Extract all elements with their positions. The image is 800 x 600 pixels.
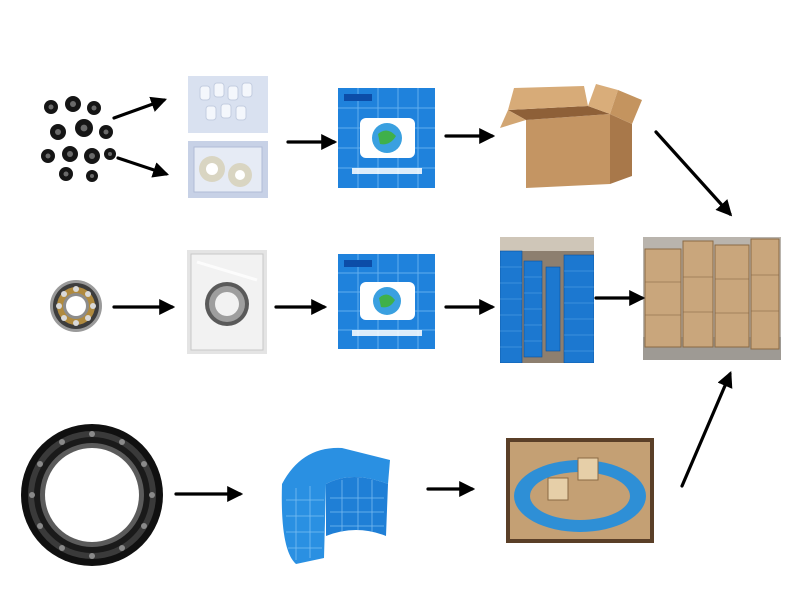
- large-black-bearing-image: [18, 422, 166, 568]
- arrow-wooden-crate-to-warehouse: [682, 374, 730, 486]
- open-steel-bearing-image: [48, 278, 104, 334]
- cardboard-carton-image: [492, 80, 644, 190]
- small-black-bearings-image: [38, 92, 116, 182]
- printed-blue-box-image-2: [338, 254, 435, 349]
- arrow-small-bearings-to-tube: [114, 100, 164, 118]
- plastic-tube-image: [188, 76, 268, 133]
- stacked-blue-boxes-warehouse-image: [500, 237, 594, 363]
- wooden-crates-warehouse-image: [643, 237, 781, 360]
- arrow-small-bearings-to-pouch: [118, 158, 166, 174]
- blue-wrapping-strip-image: [272, 440, 394, 564]
- wooden-crate-with-wrapped-ring-image: [506, 438, 654, 543]
- sealed-plastic-bag-image: [187, 250, 267, 354]
- pouch-pack-image: [188, 141, 268, 198]
- printed-blue-box-image: [338, 88, 435, 188]
- arrow-carton-to-crates: [656, 132, 730, 214]
